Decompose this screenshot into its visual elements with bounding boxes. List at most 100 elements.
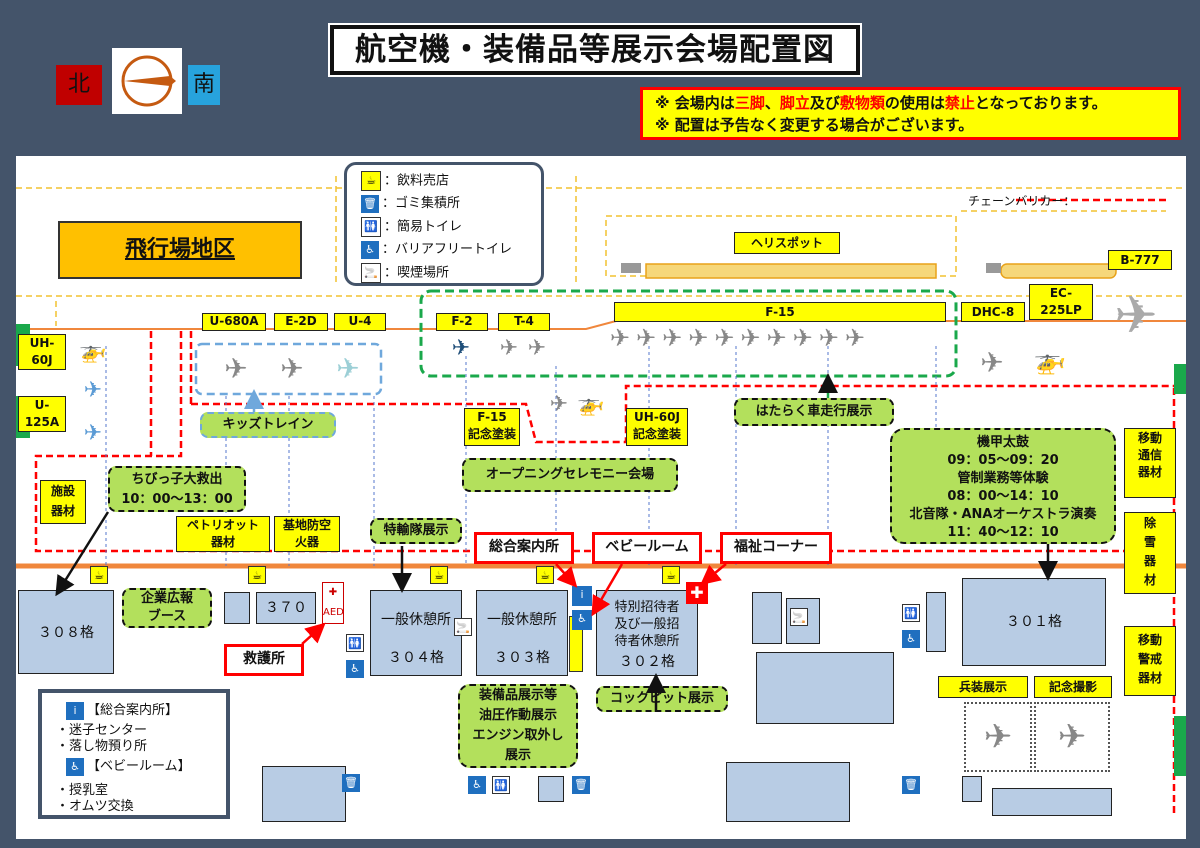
building (756, 652, 894, 724)
photo-label: 記念撮影 (1034, 676, 1112, 698)
food-stand-icon: ☕ (536, 566, 554, 584)
legend: ☕：飲料売店 🗑：ゴミ集積所 🚻：簡易トイレ ♿：バリアフリートイレ 🚬：喫煙場… (344, 162, 544, 286)
hangar-304: 一般休憩所 ３０４格 (370, 590, 462, 676)
trash-icon: 🗑 (342, 774, 360, 792)
toilet-icon: 🚻 (346, 634, 364, 652)
food-stand-icon: ☕ (430, 566, 448, 584)
accessible-toilet-icon: ♿ (468, 776, 486, 794)
label-ec225lp: EC- 225LP (1029, 284, 1093, 320)
plane-icon: ✈ (336, 352, 360, 385)
info-icon: i (572, 586, 592, 606)
baby-room-icon: ♿ (572, 610, 592, 630)
label-t4: T-4 (498, 313, 550, 331)
label-f2: F-2 (436, 313, 488, 331)
building (262, 766, 346, 822)
building-370: ３７０ (256, 592, 316, 624)
north-label: 北 (56, 65, 102, 105)
working-vehicles-label: はたらく車走行展示 (734, 398, 894, 426)
chain-barrier-label: チェーンバリカー： (968, 194, 1076, 208)
baby-room-label: ベビールーム (592, 532, 702, 564)
weapon-display-area: ✈ (964, 702, 1032, 772)
label-u125a: U- 125A (18, 396, 66, 432)
info-icon: i (66, 701, 84, 720)
toilet-icon: 🚻 (902, 604, 920, 622)
small-building (926, 592, 946, 652)
smoking-icon: 🚬 (790, 608, 808, 626)
plane-icon: ✈ (83, 421, 103, 446)
helicopter-icon: 🚁 (79, 339, 107, 364)
label-u4: U-4 (334, 313, 386, 331)
base-defense-label: 基地防空 火器 (274, 516, 340, 552)
f15-paint-label: F-15 記念塗装 (464, 408, 520, 446)
equipment-display-label: 装備品展示等 油圧作動展示 エンジン取外し 展示 (458, 684, 578, 768)
helicopter-icon: 🚁 (577, 392, 605, 417)
mobile-alert-label: 移動 警戒 器材 (1124, 626, 1176, 696)
hangar-302: 特別招待者 及び一般招 待者休憩所 ３０２格 (596, 590, 698, 676)
photo-area: ✈ (1034, 702, 1110, 772)
trash-icon: 🗑 (902, 776, 920, 794)
welfare-label: 福祉コーナー (720, 532, 832, 564)
plane-icon: ✈ (83, 378, 103, 403)
toilet-icon: 🚻 (361, 217, 381, 237)
kikou-taiko-label: 機甲太鼓 09：05～09：20 管制業務等体験 08：00～14：10 北音隊… (890, 428, 1116, 544)
heliport-label: ヘリスポット (734, 232, 840, 254)
info-desk-label: 総合案内所 (474, 532, 574, 564)
label-e2d: E-2D (274, 313, 328, 331)
transport-display-label: 特輸隊展示 (370, 518, 462, 544)
plane-icon: ✈ (527, 336, 547, 361)
label-dhc8: DHC-8 (961, 302, 1025, 322)
plane-icon: ✈ (451, 336, 471, 361)
patriot-label: ペトリオット 器材 (176, 516, 270, 552)
hangar-301: ３０１格 (962, 578, 1106, 666)
helicopter-icon: 🚁 (1033, 346, 1067, 376)
plane-icon: ✈ (1114, 286, 1158, 346)
hangar-303: 一般休憩所 ３０３格 (476, 590, 568, 676)
label-u680a: U-680A (202, 313, 266, 331)
chibikko-label: ちびっ子大救出 10：00～13：00 (108, 466, 246, 512)
building (992, 788, 1112, 816)
trash-icon: 🗑 (572, 776, 590, 794)
f15-row-icons: ✈✈✈✈✈✈✈✈✈✈ (610, 324, 872, 352)
food-stand-icon: ☕ (361, 171, 381, 191)
plane-icon: ✈ (499, 336, 519, 361)
food-stand-icon: ☕ (248, 566, 266, 584)
baby-room-icon: ♿ (66, 757, 84, 776)
toilet-icon: 🚻 (492, 776, 510, 794)
facility-equipment-label: 施設 器材 (40, 480, 86, 524)
smoking-icon: 🚬 (454, 618, 472, 636)
compass-icon (112, 48, 182, 114)
accessible-toilet-icon: ♿ (361, 240, 379, 259)
kids-train-label: キッズトレイン (200, 412, 336, 438)
welfare-cross-icon: ✚ (686, 582, 708, 604)
page-title: 航空機・装備品等展示会場配置図 (328, 23, 862, 77)
food-stand-icon: ☕ (90, 566, 108, 584)
snow-removal-label: 除 雪 器 材 (1124, 512, 1176, 594)
small-building (962, 776, 982, 802)
accessible-toilet-icon: ♿ (346, 660, 364, 678)
hangar-308: ３０８格 (18, 590, 114, 674)
info-panel: i【総合案内所】 ・迷子センター ・落し物預り所 ♿【ベビールーム】 ・授乳室 … (38, 689, 230, 819)
warning-notice: ※ 会場内は三脚、脚立及び敷物類の使用は禁止となっております。 ※ 配置は予告な… (640, 87, 1181, 140)
food-stand-icon: ☕ (662, 566, 680, 584)
trash-icon: 🗑 (361, 194, 379, 213)
weapon-display-label: 兵装展示 (938, 676, 1028, 698)
rescue-label: 救護所 (224, 644, 304, 676)
accessible-toilet-icon: ♿ (902, 630, 920, 648)
map-area: UH- 60J U- 125A 飛行場地区 ☕：飲料売店 🗑：ゴミ集積所 🚻：簡… (16, 156, 1186, 839)
building (726, 762, 850, 822)
opening-ceremony-label: オープニングセレモニー会場 (462, 458, 678, 492)
label-uh60j: UH- 60J (18, 334, 66, 370)
aed-icon: ✚AED (322, 582, 344, 624)
label-f15: F-15 (614, 302, 946, 322)
small-building (538, 776, 564, 802)
smoking-icon: 🚬 (361, 263, 381, 283)
south-label: 南 (188, 65, 220, 105)
small-building (752, 592, 782, 644)
plane-icon: ✈ (224, 352, 248, 385)
plane-icon: ✈ (549, 392, 569, 417)
airfield-zone-label: 飛行場地区 (58, 221, 302, 279)
plane-icon: ✈ (980, 346, 1004, 379)
uh60j-paint-label: UH-60J 記念塗装 (626, 408, 688, 446)
label-b777: B-777 (1108, 250, 1172, 270)
small-building (224, 592, 250, 624)
